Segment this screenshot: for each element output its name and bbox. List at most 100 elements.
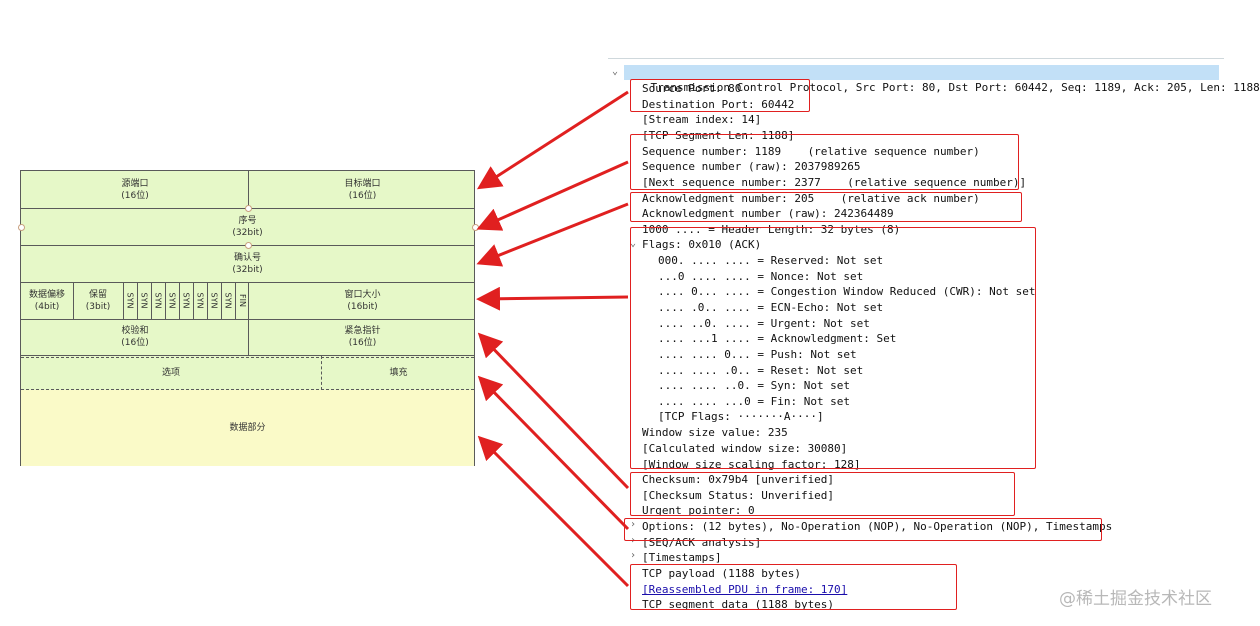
arrow-options: [477, 375, 630, 531]
arrow-ports: [476, 90, 629, 190]
flag-cell: SYN: [167, 292, 177, 309]
tree-row-win-scale[interactable]: [Window size scaling factor: 128]: [642, 458, 861, 471]
flag-cell: SYN: [223, 292, 233, 309]
chevron-down-icon[interactable]: ⌄: [612, 66, 619, 77]
flag-cell: SYN: [139, 292, 149, 309]
highlight-box-ack: [630, 192, 1022, 222]
tree-row-dst-port[interactable]: Destination Port: 60442: [642, 98, 795, 111]
tree-row-checksum[interactable]: Checksum: 0x79b4 [unverified]: [642, 473, 835, 486]
tree-row-timestamps[interactable]: [Timestamps]: [642, 551, 722, 564]
src-port-label: 源端口: [121, 178, 149, 189]
tree-row-seg-data[interactable]: TCP segment data (1188 bytes): [642, 598, 835, 611]
tree-row-ack-raw[interactable]: Acknowledgment number (raw): 242364489: [642, 207, 894, 220]
tree-row-flag-nonce[interactable]: ...0 .... .... = Nonce: Not set: [658, 270, 864, 283]
tree-row-flag-reset[interactable]: .... .... .0.. = Reset: Not set: [658, 364, 864, 377]
flag-cell: SYN: [125, 292, 135, 309]
ack-label: 确认号: [233, 252, 261, 263]
window-cell: 窗口大小 (16bit): [249, 282, 476, 319]
tree-row-stream-index[interactable]: [Stream index: 14]: [642, 113, 762, 126]
tree-row-win-val[interactable]: Window size value: 235: [642, 426, 788, 439]
tree-row-seg-len[interactable]: [TCP Segment Len: 1188]: [642, 129, 795, 142]
dst-port-label: 目标端口: [344, 178, 381, 189]
padding-label: 填充: [389, 368, 408, 378]
chevron-right-icon[interactable]: ›: [630, 550, 637, 561]
tree-row-calc-win[interactable]: [Calculated window size: 30080]: [642, 442, 848, 455]
arrow-checksum: [477, 332, 630, 490]
highlight-box-ports: [630, 79, 810, 112]
highlight-box-flags-window: [630, 227, 1036, 469]
tree-row-flag-push[interactable]: .... .... 0... = Push: Not set: [658, 348, 857, 361]
data-cell: 数据部分: [21, 390, 474, 466]
highlight-box-seq: [630, 134, 1019, 190]
seq-label: 序号: [238, 215, 257, 226]
tree-row-flags[interactable]: Flags: 0x010 (ACK): [642, 238, 762, 251]
arrow-flags-window: [476, 286, 629, 311]
connector-dot: [18, 224, 25, 231]
flag-cell: SYN: [195, 292, 205, 309]
ack-bits: (32bit): [232, 264, 263, 275]
tree-row-header-len[interactable]: 1000 .... = Header Length: 32 bytes (8): [642, 223, 901, 236]
tree-row-seq-num[interactable]: Sequence number: 1189 (relative sequence…: [642, 145, 980, 158]
checksum-cell: 校验和 (16位): [21, 319, 249, 355]
tree-row-payload[interactable]: TCP payload (1188 bytes): [642, 567, 801, 580]
checksum-bits: (16位): [121, 338, 149, 348]
data-offset-cell: 数据偏移 (4bit): [21, 282, 73, 319]
tree-row-flag-ack[interactable]: .... ...1 .... = Acknowledgment: Set: [658, 332, 897, 345]
tree-row-urgent-ptr[interactable]: Urgent pointer: 0: [642, 504, 755, 517]
seq-bits: (32bit): [232, 227, 263, 238]
tree-row-flag-syn[interactable]: .... .... ..0. = Syn: Not set: [658, 379, 851, 392]
urgent-bits: (16位): [348, 338, 377, 348]
tree-row-tcp-flags[interactable]: [TCP Flags: ·······A····]: [658, 410, 824, 423]
reserved-label: 保留: [88, 289, 107, 300]
tcp-tree-header[interactable]: Transmission Control Protocol, Src Port:…: [624, 65, 1260, 94]
src-port-bits: (16位): [121, 190, 149, 201]
reserved-bits: (3bit): [85, 301, 111, 312]
packet-details-tree: Transmission Control Protocol, Src Port:…: [608, 58, 1260, 626]
tree-row-options[interactable]: Options: (12 bytes), No-Operation (NOP),…: [642, 520, 1113, 533]
chevron-down-icon[interactable]: ⌄: [630, 238, 637, 249]
flag-cell: FIN: [237, 294, 247, 307]
tree-row-checksum-status[interactable]: [Checksum Status: Unverified]: [642, 489, 835, 502]
watermark: @稀土掘金技术社区: [1059, 589, 1212, 609]
tree-row-flag-ece[interactable]: .... .0.. .... = ECN-Echo: Not set: [658, 301, 884, 314]
tree-row-seq-raw[interactable]: Sequence number (raw): 2037989265: [642, 160, 861, 173]
flag-cell: SYN: [209, 292, 219, 309]
window-label: 窗口大小: [344, 289, 381, 300]
tree-row-seq-ack[interactable]: [SEQ/ACK analysis]: [642, 536, 762, 549]
flag-cell: SYN: [181, 292, 191, 309]
highlight-box-options: [624, 518, 1102, 541]
data-label: 数据部分: [229, 423, 266, 433]
connector-dot: [245, 205, 252, 212]
reassembled-pdu-link[interactable]: [Reassembled PDU in frame: 170]: [642, 583, 848, 596]
seq-cell: 序号 (32bit): [21, 208, 474, 245]
chevron-right-icon[interactable]: ›: [630, 519, 637, 530]
tree-row-ack-num[interactable]: Acknowledgment number: 205 (relative ack…: [642, 192, 980, 205]
arrow-data: [477, 435, 630, 588]
checksum-label: 校验和: [121, 326, 149, 336]
arrow-seq: [476, 160, 629, 231]
highlight-box-data: [630, 564, 957, 610]
tree-row-flag-urg[interactable]: .... ..0. .... = Urgent: Not set: [658, 317, 870, 330]
ack-cell: 确认号 (32bit): [21, 245, 474, 282]
src-port-cell: 源端口 (16位): [21, 171, 249, 208]
connector-dot: [472, 224, 479, 231]
urgent-cell: 紧急指针 (16位): [249, 319, 476, 355]
window-bits: (16bit): [347, 301, 378, 312]
arrow-ack: [476, 202, 629, 267]
tree-row-flag-fin[interactable]: .... .... ...0 = Fin: Not set: [658, 395, 851, 408]
data-offset-label: 数据偏移: [28, 289, 65, 300]
tree-row-src-port[interactable]: Source Port: 80: [642, 82, 742, 95]
highlight-box-checksum: [630, 472, 1015, 516]
dst-port-cell: 目标端口 (16位): [249, 171, 476, 208]
tree-row-flag-reserved[interactable]: 000. .... .... = Reserved: Not set: [658, 254, 884, 267]
options-cell: 选项: [21, 356, 321, 390]
options-label: 选项: [161, 368, 180, 378]
tree-row-next-seq[interactable]: [Next sequence number: 2377 (relative se…: [642, 176, 1027, 189]
flags-group: SYN SYN SYN SYN SYN SYN SYN SYN FIN: [123, 282, 249, 319]
padding-cell: 填充: [321, 356, 476, 390]
dst-port-bits: (16位): [348, 190, 377, 201]
tcp-tree-header-text: Transmission Control Protocol, Src Port:…: [650, 81, 1260, 94]
tree-row-flag-cwr[interactable]: .... 0... .... = Congestion Window Reduc…: [658, 285, 1036, 298]
urgent-label: 紧急指针: [344, 326, 381, 336]
reserved-cell: 保留 (3bit): [73, 282, 123, 319]
